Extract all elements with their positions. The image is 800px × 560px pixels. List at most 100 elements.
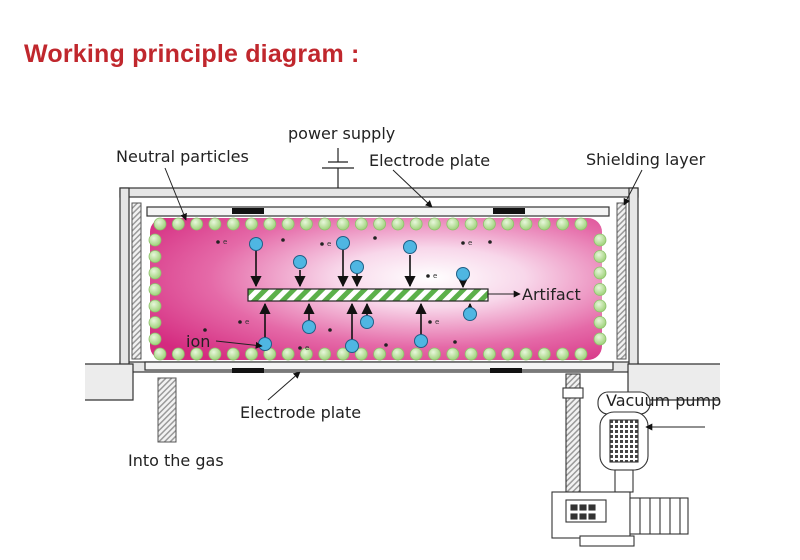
electron-symbol: e <box>435 318 439 326</box>
electrode-plate-bottom <box>144 361 614 373</box>
neutral-particle <box>148 266 162 280</box>
ion-particle <box>414 334 428 348</box>
neutral-particle <box>148 250 162 263</box>
neutral-particle <box>556 347 569 361</box>
neutral-particle <box>299 347 313 361</box>
electron-dot <box>328 328 332 332</box>
electrode-plate-top <box>146 206 610 217</box>
electron-dot <box>384 343 388 347</box>
electron-dot <box>203 328 207 332</box>
neutral-particle <box>148 332 162 346</box>
neutral-particle <box>148 299 162 313</box>
neutral-particle <box>336 217 350 231</box>
neutral-particle <box>501 217 515 231</box>
neutral-particle <box>208 217 222 231</box>
neutral-particle <box>409 347 423 361</box>
neutral-particle <box>574 217 588 231</box>
neutral-particle <box>537 347 551 361</box>
ion-particle <box>463 307 477 321</box>
neutral-particle <box>593 283 607 296</box>
neutral-particle <box>171 217 185 231</box>
neutral-particle <box>501 347 515 361</box>
neutral-particle <box>482 347 496 361</box>
label-neutral-particles: Neutral particles <box>116 147 249 166</box>
neutral-particle <box>391 217 405 231</box>
neutral-particle <box>354 347 368 361</box>
ion-particle <box>456 267 470 281</box>
ion-particle <box>360 315 374 329</box>
neutral-particle <box>318 217 332 231</box>
neutral-particle <box>537 217 551 231</box>
electron-symbol: e <box>468 239 472 247</box>
neutral-particle <box>336 347 350 361</box>
electron-dot <box>281 238 285 242</box>
neutral-particle <box>153 347 167 361</box>
artifact <box>247 288 489 302</box>
electron-dot <box>488 240 492 244</box>
neutral-particle <box>263 217 277 231</box>
neutral-particle <box>148 233 162 247</box>
neutral-particle <box>409 217 423 231</box>
electron-dot <box>216 240 220 244</box>
electron-dot <box>298 346 302 350</box>
electron-dot <box>320 242 324 246</box>
label-artifact: Artifact <box>522 285 581 304</box>
ion-particle <box>403 240 417 254</box>
electron-dot <box>461 241 465 245</box>
neutral-particle <box>153 217 167 231</box>
neutral-particle <box>373 217 387 231</box>
neutral-particles <box>148 217 607 361</box>
neutral-particle <box>593 332 607 346</box>
ion-particle <box>258 337 272 351</box>
neutral-particle <box>391 347 405 361</box>
ions <box>249 236 477 353</box>
neutral-particle <box>208 347 222 361</box>
neutral-particle <box>354 217 368 231</box>
neutral-particle <box>226 347 240 361</box>
label-into-the-gas: Into the gas <box>128 451 224 470</box>
neutral-particle <box>593 299 607 313</box>
label-electrode-plate-bottom: Electrode plate <box>240 403 361 422</box>
neutral-particle <box>281 217 295 231</box>
ion-particle <box>350 260 364 274</box>
label-vacuum-pump: Vacuum pump <box>606 391 721 410</box>
neutral-particle <box>428 217 441 231</box>
label-power-supply: power supply <box>288 124 395 143</box>
neutral-particle <box>245 217 258 231</box>
leader-lines <box>164 167 705 431</box>
label-shielding-layer: Shielding layer <box>586 150 706 169</box>
ion-particle <box>249 237 263 251</box>
electron-dot <box>426 274 430 278</box>
neutral-particle <box>373 347 387 361</box>
neutral-particle <box>574 347 588 361</box>
vacuum-pump <box>551 373 689 547</box>
neutral-particle <box>148 316 162 329</box>
electron-symbol: e <box>223 238 227 246</box>
label-electrode-plate-top: Electrode plate <box>369 151 490 170</box>
neutral-particle <box>299 217 313 231</box>
ion-particle <box>293 255 307 269</box>
gas-inlet-pipe <box>157 377 177 443</box>
neutral-particle <box>556 217 569 231</box>
label-ion: ion <box>186 332 210 351</box>
neutral-particle <box>519 347 533 361</box>
electron-symbol: e <box>327 240 331 248</box>
neutral-particle <box>190 347 204 361</box>
electron-dot <box>238 320 242 324</box>
neutral-particle <box>593 250 607 263</box>
electron-symbol: e <box>305 344 309 352</box>
neutral-particle <box>446 217 460 231</box>
electron-dot <box>453 340 457 344</box>
power-supply-symbol <box>322 148 354 188</box>
neutral-particle <box>226 217 240 231</box>
neutral-particle <box>148 283 162 296</box>
electron-dot <box>373 236 377 240</box>
shielding-layer-right <box>616 202 627 360</box>
shielding-layer-left <box>131 202 142 360</box>
neutral-particle <box>318 347 332 361</box>
neutral-particle <box>428 347 441 361</box>
neutral-particle <box>519 217 533 231</box>
neutral-particle <box>593 316 607 329</box>
